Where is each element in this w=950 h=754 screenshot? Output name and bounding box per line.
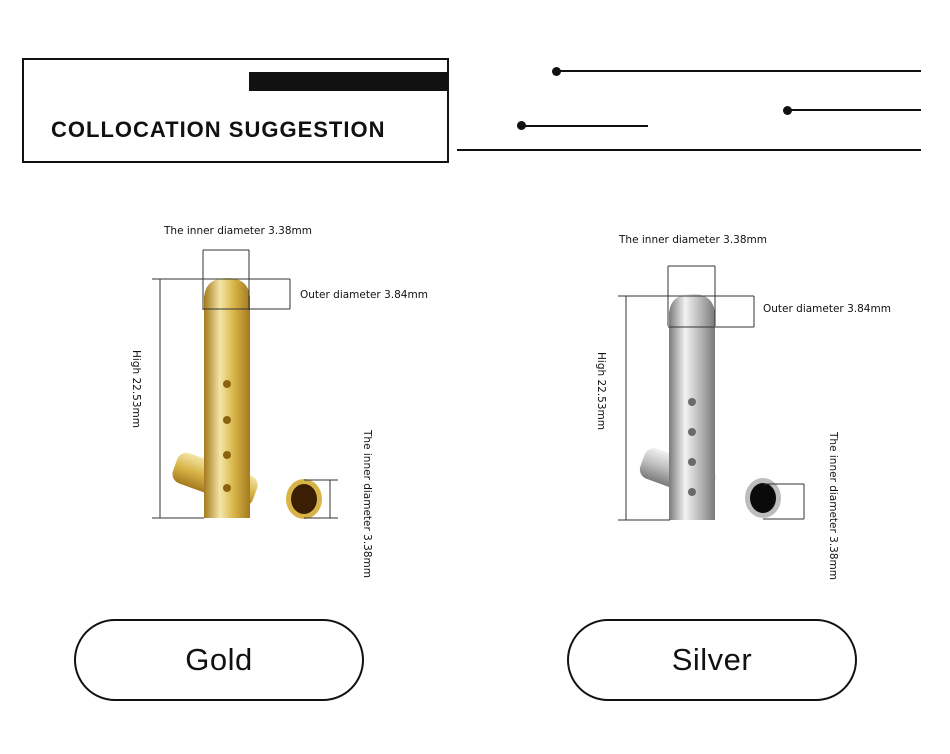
- gold-variant-label: Gold: [185, 642, 253, 677]
- page-title: COLLOCATION SUGGESTION: [51, 117, 386, 142]
- gold-aglet-image: [152, 249, 338, 519]
- silver-inner-diameter-top-label: The inner diameter 3.38mm: [619, 234, 767, 246]
- silver-variant-button[interactable]: Silver: [567, 619, 857, 701]
- gold-inner-diameter-top-label: The inner diameter 3.38mm: [164, 225, 312, 237]
- silver-aglet-image: [618, 265, 805, 521]
- decor-line: [521, 125, 648, 127]
- title-box: [22, 58, 449, 163]
- silver-height-label: High 22.53mm: [595, 352, 607, 430]
- gold-inner-diameter-side-label: The inner diameter 3.38mm: [361, 430, 373, 578]
- silver-variant-label: Silver: [671, 642, 753, 677]
- decor-line: [556, 70, 921, 72]
- silver-inner-diameter-side-label: The inner diameter 3.38mm: [827, 432, 839, 580]
- decor-line: [457, 149, 921, 151]
- silver-outer-diameter-label: Outer diameter 3.84mm: [763, 303, 891, 315]
- gold-height-label: High 22.53mm: [130, 350, 142, 428]
- gold-variant-button[interactable]: Gold: [74, 619, 364, 701]
- title-accent-bar: [249, 72, 449, 91]
- decor-line: [787, 109, 921, 111]
- gold-outer-diameter-label: Outer diameter 3.84mm: [300, 289, 428, 301]
